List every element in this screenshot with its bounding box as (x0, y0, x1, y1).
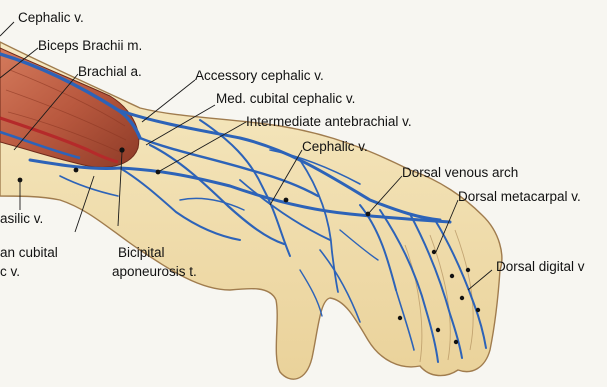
label-intermediate-antebrachial-vein: Intermediate antebrachial v. (246, 114, 412, 130)
label-median-cubital-cephalic-vein: Med. cubital cephalic v. (216, 91, 355, 107)
label-cephalic-vein-forearm: Cephalic v. (302, 139, 368, 155)
label-dorsal-metacarpal-vein: Dorsal metacarpal v. (458, 189, 581, 205)
label-biceps-brachii: Biceps Brachii m. (38, 38, 142, 54)
label-brachial-artery: Brachial a. (78, 64, 142, 80)
label-median-cubital-line1: an cubital (0, 245, 58, 261)
label-median-cubital-line2: c v. (0, 264, 20, 280)
label-bicipital-line1: Bicipital (118, 245, 165, 261)
label-dorsal-digital-vein: Dorsal digital v (496, 259, 585, 275)
label-basilic-vein: asilic v. (0, 211, 43, 227)
label-bicipital-aponeurosis-line2: aponeurosis t. (112, 264, 197, 280)
label-cephalic-vein-upper: Cephalic v. (18, 10, 84, 26)
label-accessory-cephalic-vein: Accessory cephalic v. (195, 68, 324, 84)
label-dorsal-venous-arch: Dorsal venous arch (402, 165, 518, 181)
